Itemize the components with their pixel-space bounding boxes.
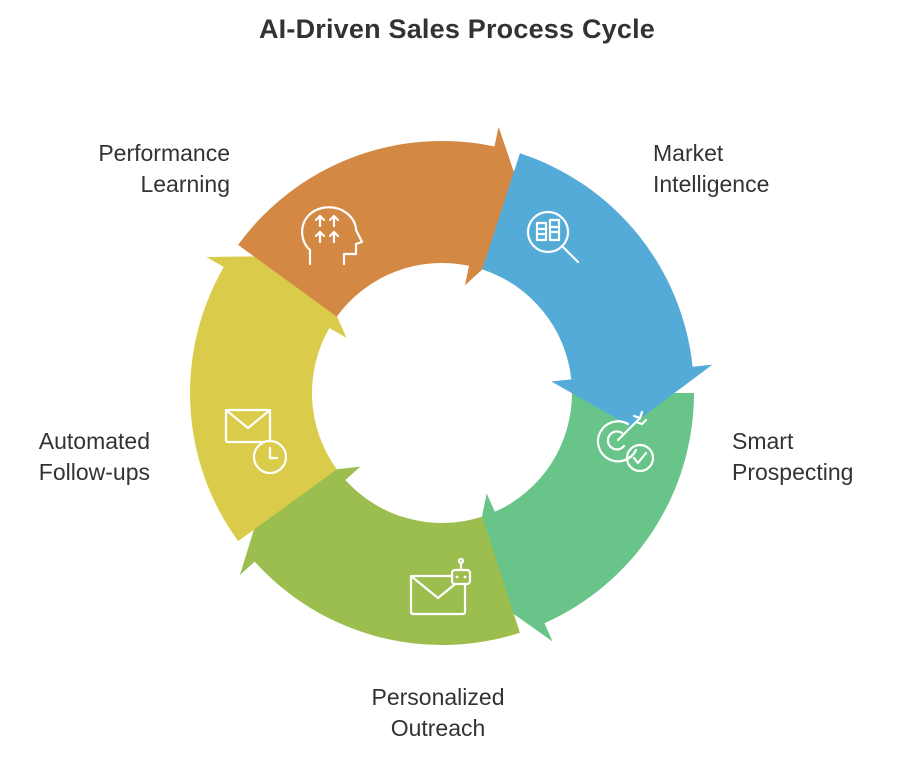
- cycle-segment-personalized-outreach: [239, 466, 520, 646]
- cycle-segment-smart-prospecting: [468, 393, 694, 642]
- stage-label-line: Market: [653, 140, 724, 166]
- diagram-title: AI-Driven Sales Process Cycle: [258, 14, 655, 44]
- stage-label-line: Intelligence: [653, 171, 770, 197]
- stage-label-line: Performance: [98, 140, 230, 166]
- target-check-icon: [596, 410, 655, 473]
- stage-label-line: Prospecting: [732, 459, 854, 485]
- stage-label-line: Smart: [732, 428, 794, 454]
- stage-label-line: Outreach: [390, 715, 486, 741]
- cycle-segment-performance-learning: [238, 126, 532, 317]
- stage-label-performance-learning: Performance Learning: [98, 138, 230, 200]
- cycle-segment-market-intelligence: [482, 153, 713, 427]
- stage-label-personalized-outreach: Personalized Outreach: [318, 682, 558, 744]
- mail-clock-icon: [224, 408, 288, 475]
- robot-mail-icon: [409, 557, 472, 616]
- stage-label-smart-prospecting: Smart Prospecting: [732, 426, 853, 488]
- stage-label-market-intelligence: Market Intelligence: [653, 138, 769, 200]
- stage-label-line: Automated: [38, 428, 150, 454]
- stage-label-line: Learning: [140, 171, 230, 197]
- head-growth-icon: [301, 206, 364, 266]
- stage-label-automated-follow-ups: Automated Follow-ups: [39, 426, 150, 488]
- stage-label-line: Personalized: [371, 684, 505, 710]
- cycle-segment-automated-follow-ups: [190, 255, 347, 542]
- market-research-icon: [526, 210, 580, 264]
- stage-label-line: Follow-ups: [38, 459, 150, 485]
